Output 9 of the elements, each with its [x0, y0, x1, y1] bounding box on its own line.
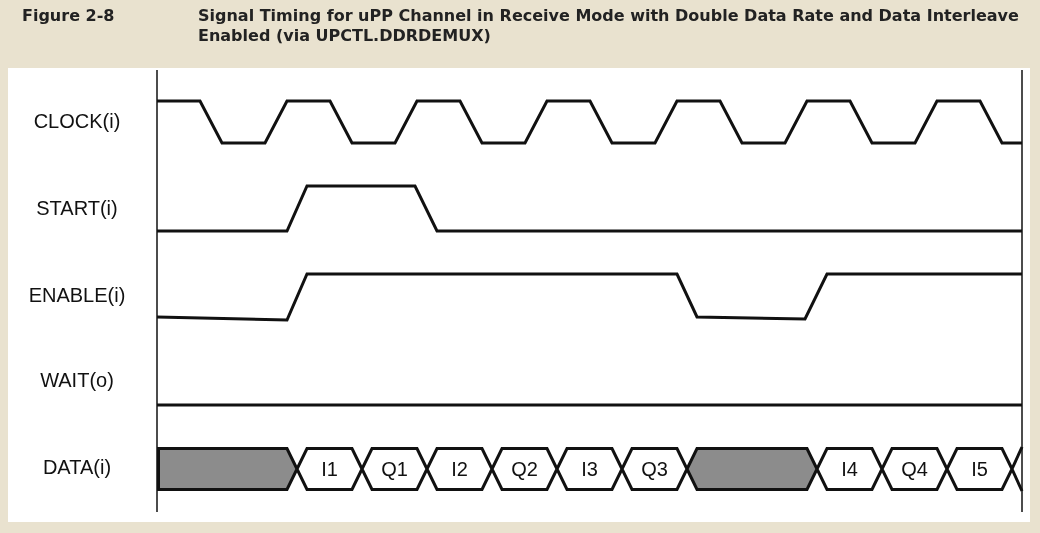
- figure-title: Signal Timing for uPP Channel in Receive Mode with Double Data Rate and Data Interleave Enabled (via UPCTL.DDRDEMUX): [198, 6, 1020, 46]
- signal-name: CLOCK(i): [32, 110, 122, 133]
- shaded-data-cell: [687, 447, 817, 491]
- signal-name: DATA(i): [41, 456, 113, 479]
- signal-name: START(i): [35, 197, 119, 220]
- figure-number: Figure 2-8: [22, 6, 115, 25]
- signal-name: WAIT(o): [39, 369, 115, 392]
- signal-name: ENABLE(i): [27, 284, 127, 307]
- shaded-data-cell: [157, 447, 297, 491]
